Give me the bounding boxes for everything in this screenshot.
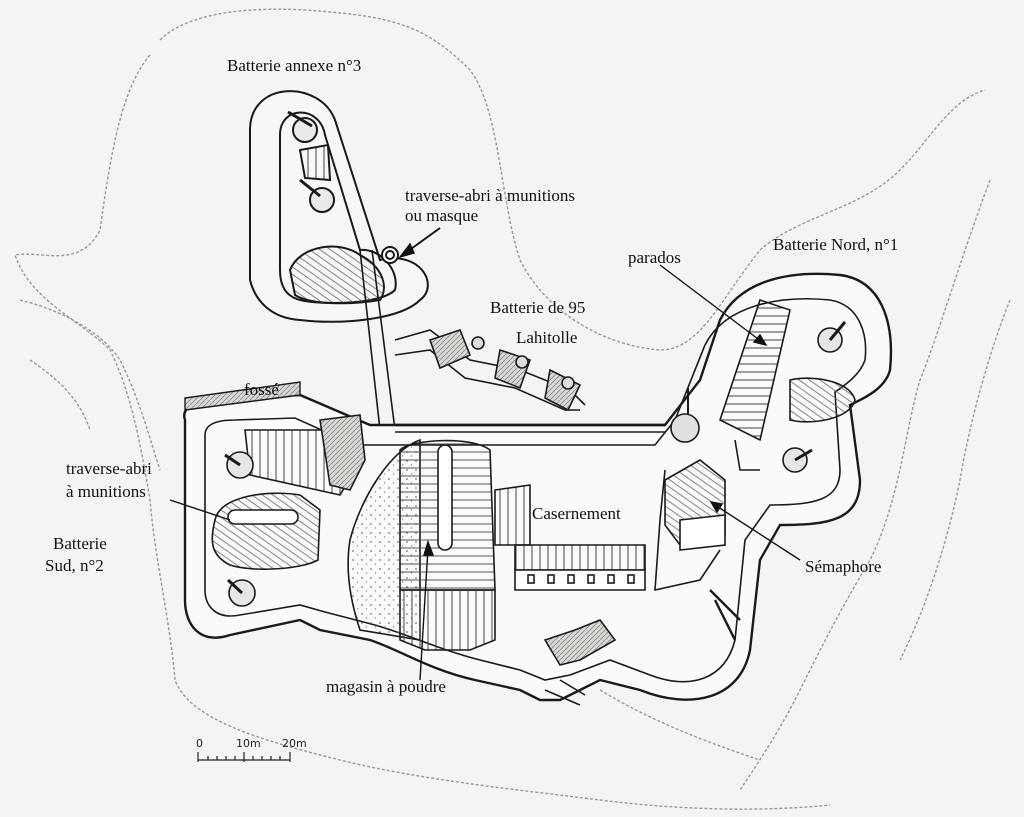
label-traverse-sud-line2: à munitions [66, 482, 146, 501]
batterie-95-lahitolle-structure [428, 329, 582, 412]
label-batterie-sud-line2: Sud, n°2 [45, 556, 104, 575]
terrain-contours [14, 8, 1011, 810]
semaphore-structure [654, 388, 726, 592]
scale-tick-0: 0 [196, 737, 203, 750]
casernement-structure [494, 484, 646, 591]
label-batterie-sud-line1: Batterie [53, 534, 107, 553]
scale-tick-10m: 10m [236, 737, 261, 750]
label-parados: parados [628, 248, 681, 267]
batterie-nord-1-structure [719, 298, 856, 473]
label-traverse-masque-line1: traverse-abri à munitions [405, 186, 575, 205]
label-batterie-95-line2: Lahitolle [516, 328, 578, 347]
scale-bar [197, 752, 291, 762]
batterie-annexe-3-structure [249, 90, 429, 323]
label-batterie-annexe: Batterie annexe n°3 [227, 56, 362, 75]
label-fosse: fossé [244, 380, 279, 399]
magasin-a-poudre-structure [347, 438, 496, 651]
scale-tick-20m: 20m [282, 737, 307, 750]
label-batterie-95-line1: Batterie de 95 [490, 298, 586, 317]
label-semaphore: Sémaphore [805, 557, 882, 576]
label-batterie-nord: Batterie Nord, n°1 [773, 235, 899, 254]
label-magasin-a-poudre: magasin à poudre [326, 677, 446, 696]
label-traverse-masque-line2: ou masque [405, 206, 479, 225]
label-casernement: Casernement [532, 504, 621, 523]
entrance-gate [543, 589, 741, 706]
label-traverse-sud-line1: traverse-abri [66, 459, 152, 478]
label-leaders [169, 227, 801, 681]
batterie-sud-2-structure [211, 414, 366, 607]
